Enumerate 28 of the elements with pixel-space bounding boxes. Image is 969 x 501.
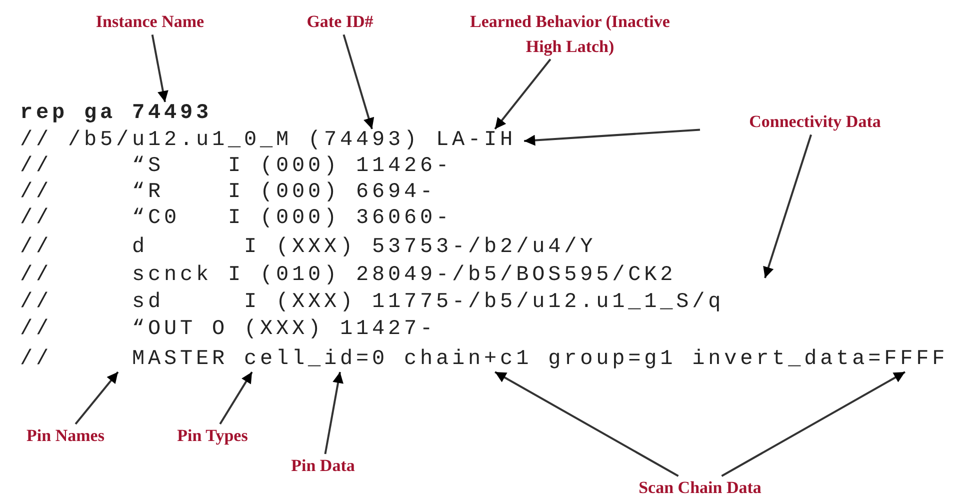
callout-label: Pin Names [8,424,123,449]
callout-label: Gate ID# [290,10,390,35]
callout-label: Pin Types [150,424,275,449]
code-line: // “C0 I (000) 36060- [20,207,452,231]
code-line: // MASTER cell_id=0 chain+c1 group=g1 invert_data=FFFF [20,348,948,372]
arrow [494,371,679,477]
arrow [74,371,119,425]
arrow [763,134,812,278]
arrow [219,371,253,425]
arrow [721,371,906,477]
arrow [494,58,552,130]
code-line: // “OUT O (XXX) 11427- [20,318,436,342]
callout-label: Learned Behavior (Inactive High Latch) [450,10,690,60]
callout-label: Scan Chain Data [600,476,800,501]
code-line: // d I (XXX) 53753-/b2/u4/Y [20,236,596,260]
code-line: // /b5/u12.u1_0_M (74493) LA-IH [20,129,516,153]
callout-label: Pin Data [268,454,378,479]
code-line: // scnck I (010) 28049-/b5/BOS595/CK2 [20,264,676,288]
arrow [524,128,700,146]
code-line: // sd I (XXX) 11775-/b5/u12.u1_1_S/q [20,291,724,315]
code-line: rep ga 74493 [20,102,212,126]
arrow [151,34,168,102]
arrow [342,34,374,130]
arrow [324,372,344,454]
callout-label: Instance Name [65,10,235,35]
code-line: // “S I (000) 11426- [20,155,452,179]
code-line: // “R I (000) 6694- [20,181,436,205]
callout-label: Connectivity Data [700,110,930,135]
